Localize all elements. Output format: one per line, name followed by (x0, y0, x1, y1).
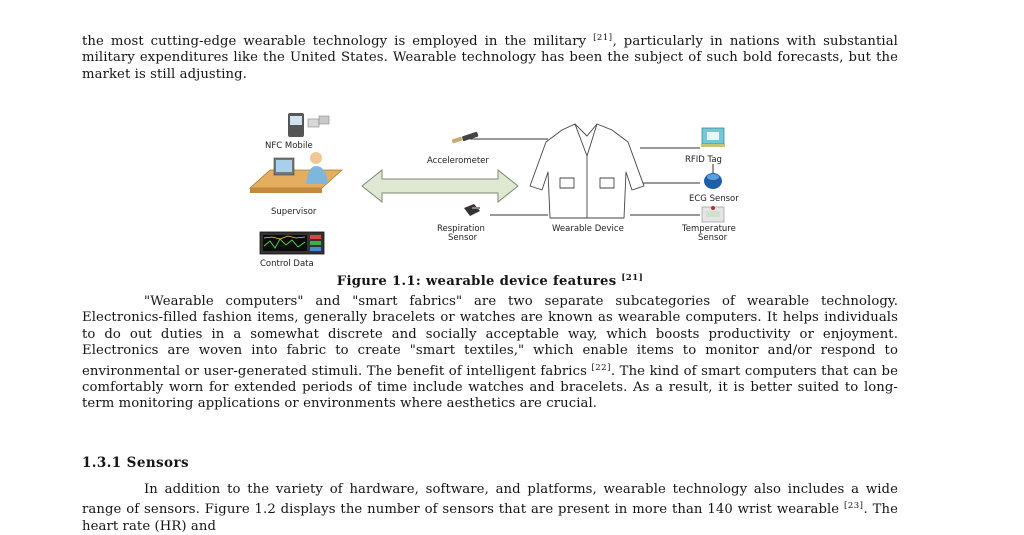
intro-text-after: , particularly in nations with substanti… (82, 34, 899, 82)
section-heading: 1.3.1 Sensors (82, 455, 189, 471)
respiration-label-line1: Respiration (437, 224, 485, 234)
figure-caption-text: Figure 1.1: wearable device features (336, 274, 617, 289)
respiration-label-line2: Sensor (448, 233, 478, 243)
nfc-mobile-label: NFC Mobile (265, 141, 313, 151)
paragraph3-text: In addition to the variety of hardware, … (82, 482, 898, 518)
citation-21-caption: [21] (621, 273, 644, 283)
intro-text: the most cutting-edge wearable technolog… (82, 34, 587, 49)
nfc-mobile-icon (288, 113, 330, 137)
supervisor-icon (248, 152, 344, 193)
temperature-sensor-icon (701, 206, 725, 223)
double-arrow-icon (361, 168, 519, 204)
ecg-sensor-label: ECG Sensor (689, 194, 739, 204)
citation-22: [22] (591, 362, 611, 373)
paragraph2-text: "Wearable computers" and "smart fabrics"… (82, 294, 898, 379)
citation-23: [23] (844, 501, 864, 512)
rfid-tag-label: RFID Tag (685, 155, 722, 165)
paragraph2-text-after: . The kind of smart computers that can b… (82, 363, 898, 412)
intro-paragraph: the most cutting-edge wearable technolog… (82, 30, 898, 83)
sensors-paragraph: In addition to the variety of hardware, … (82, 482, 898, 535)
control-data-icon (259, 231, 325, 255)
figure-diagram: NFC Mobile Supervisor Contr (248, 113, 739, 269)
respiration-sensor-icon (464, 204, 480, 216)
control-data-label: Control Data (260, 259, 314, 269)
supervisor-label: Supervisor (271, 207, 317, 217)
wearable-features-figure: NFC Mobile Supervisor Contr (230, 108, 770, 270)
citation-21: [21] (593, 33, 613, 43)
ecg-sensor-icon (704, 173, 722, 189)
wearable-device-label: Wearable Device (552, 224, 624, 234)
rfid-tag-icon (701, 127, 725, 147)
wearable-device-icon (529, 123, 645, 219)
accelerometer-label: Accelerometer (427, 156, 489, 166)
connector-lines (470, 138, 714, 216)
temperature-label-line2: Sensor (698, 233, 728, 243)
figure-caption: Figure 1.1: wearable device features [21… (82, 273, 898, 289)
accelerometer-icon (451, 131, 479, 144)
wearable-subcategories-paragraph: "Wearable computers" and "smart fabrics"… (82, 294, 898, 413)
temperature-label-line1: Temperature (681, 224, 736, 234)
